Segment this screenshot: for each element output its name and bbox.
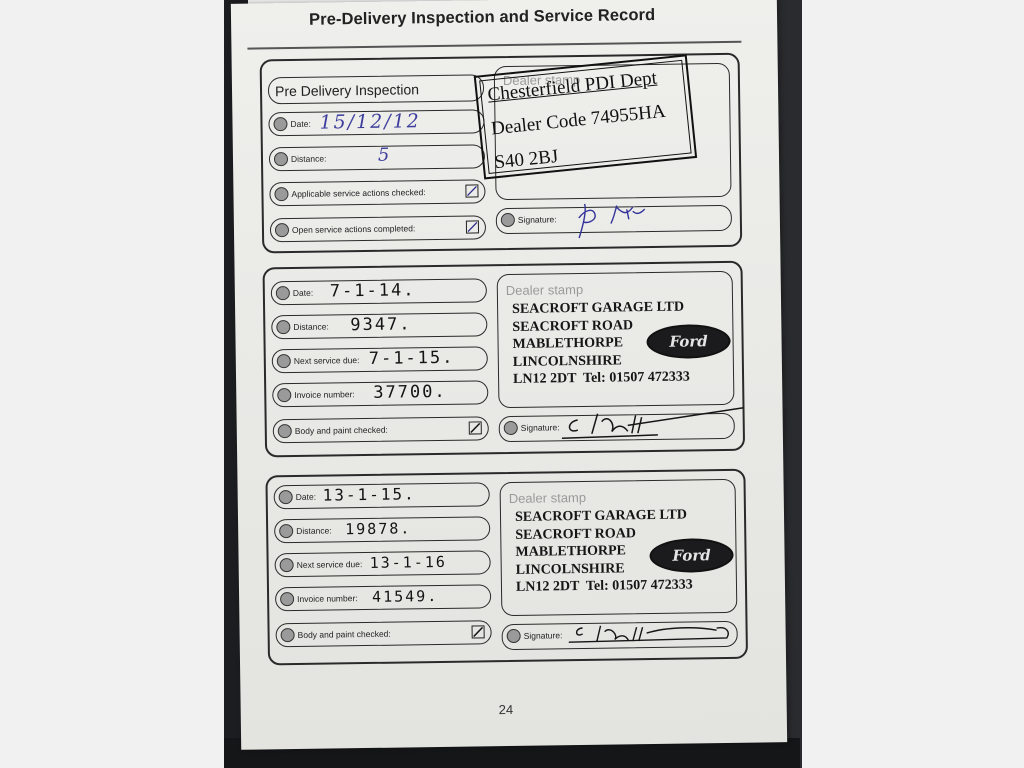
service2-dealer-stamp-box: Dealer stamp SEACROFT GARAGE LTD SEACROF…	[499, 478, 738, 617]
bullet-dot-icon	[280, 628, 295, 643]
service1-invoice-field[interactable]: Invoice number: 37700.	[272, 380, 489, 408]
applicable-label: Applicable service actions checked:	[291, 187, 426, 200]
service2-signature-icon	[568, 625, 729, 643]
service1-distance-field[interactable]: Distance: 9347.	[271, 312, 488, 340]
bullet-dot-icon	[280, 592, 295, 607]
stamp-line-1: Chesterfield PDI Dept	[486, 67, 658, 106]
dealer-stamp-label: Dealer stamp	[505, 281, 584, 299]
date-label: Date:	[290, 118, 311, 130]
pdi-signature-field[interactable]: Signature:	[495, 203, 733, 239]
bullet-dot-icon	[274, 223, 290, 238]
pdi-header-label: Pre Delivery Inspection	[274, 81, 420, 100]
title-divider	[247, 40, 742, 50]
bullet-dot-icon	[276, 320, 291, 335]
invoice-label: Invoice number:	[294, 389, 355, 400]
service1-distance-value: 9347.	[350, 314, 412, 336]
pdi-date-field[interactable]: Date: 15/12/12	[268, 109, 485, 137]
pdi-header: Pre Delivery Inspection	[267, 74, 485, 105]
service-card-2: Date: 13-1-15. Distance: 19878. Next ser…	[265, 468, 749, 666]
service1-next-field[interactable]: Next service due: 7-1-15.	[271, 346, 488, 374]
bullet-dot-icon	[277, 424, 292, 439]
pdi-open-field[interactable]: Open service actions completed:	[269, 215, 487, 243]
service2-body-field[interactable]: Body and paint checked:	[275, 620, 492, 648]
service1-body-field[interactable]: Body and paint checked:	[272, 416, 489, 444]
distance-label: Distance:	[296, 525, 332, 536]
date-label: Date:	[295, 491, 317, 502]
service2-date-value: 13-1-15.	[322, 484, 416, 505]
service1-invoice-value: 37700.	[373, 381, 447, 403]
signature-label: Signature:	[517, 214, 557, 225]
service2-invoice-value: 41549.	[371, 587, 439, 606]
checkbox-checked-icon[interactable]	[465, 184, 479, 198]
checkbox-checked-icon[interactable]	[468, 421, 482, 435]
dealer-stamp-label: Dealer stamp	[508, 489, 587, 507]
service1-dealer-stamp-box: Dealer stamp SEACROFT GARAGE LTD SEACROF…	[496, 270, 735, 409]
service2-date-field[interactable]: Date: 13-1-15.	[273, 482, 490, 510]
checkbox-checked-icon[interactable]	[465, 220, 480, 234]
page-number: 24	[498, 701, 514, 718]
service2-next-field[interactable]: Next service due: 13-1-16	[274, 550, 491, 578]
service1-date-field[interactable]: Date: 7-1-14.	[270, 278, 488, 306]
pdi-applicable-field[interactable]: Applicable service actions checked:	[269, 179, 486, 207]
ford-logo: Ford	[646, 323, 731, 360]
checkbox-checked-icon[interactable]	[471, 625, 485, 639]
service1-date-value: 7-1-14.	[329, 280, 416, 302]
bullet-dot-icon	[274, 187, 289, 202]
bullet-dot-icon	[277, 388, 292, 403]
pdi-signature-icon	[578, 203, 646, 239]
bullet-dot-icon	[278, 490, 293, 505]
pdi-distance-field[interactable]: Distance: 5	[268, 144, 486, 172]
next-service-label: Next service due:	[296, 559, 363, 570]
signature-label: Signature:	[523, 630, 563, 641]
service1-next-value: 7-1-15.	[368, 347, 455, 369]
body-paint-label: Body and paint checked:	[297, 628, 391, 640]
service2-distance-value: 19878.	[345, 519, 412, 539]
invoice-label: Invoice number:	[297, 593, 358, 604]
service2-invoice-field[interactable]: Invoice number: 41549.	[274, 584, 492, 612]
service1-signature-field[interactable]: Signature:	[498, 406, 744, 443]
page-title: Pre-Delivery Inspection and Service Reco…	[308, 5, 656, 29]
pdi-date-value: 15/12/12	[319, 110, 421, 134]
bullet-dot-icon	[275, 286, 290, 301]
body-paint-label: Body and paint checked:	[294, 424, 388, 436]
service1-signature-icon	[561, 406, 744, 440]
service-card-1: Date: 7-1-14. Distance: 9347. Next servi…	[262, 260, 746, 458]
service2-signature-field[interactable]: Signature:	[501, 620, 738, 651]
bullet-dot-icon	[273, 117, 288, 132]
service2-next-value: 13-1-16	[369, 552, 447, 572]
pdi-card: Pre Delivery Inspection Date: 15/12/12 D…	[259, 52, 743, 254]
bullet-dot-icon	[500, 212, 515, 228]
pdi-distance-value: 5	[377, 144, 392, 166]
signature-label: Signature:	[520, 422, 560, 433]
bullet-dot-icon	[506, 628, 521, 644]
open-actions-label: Open service actions completed:	[291, 223, 416, 236]
bullet-dot-icon	[279, 558, 294, 573]
stamp-line-3: S40 2BJ	[493, 145, 560, 174]
date-label: Date:	[292, 287, 314, 299]
booklet-page: Pre-Delivery Inspection and Service Reco…	[230, 0, 788, 750]
next-service-label: Next service due:	[293, 355, 360, 367]
service2-distance-field[interactable]: Distance: 19878.	[274, 516, 491, 544]
bullet-dot-icon	[503, 420, 518, 436]
bullet-dot-icon	[276, 354, 291, 369]
distance-label: Distance:	[293, 321, 329, 333]
distance-label: Distance:	[290, 153, 327, 165]
pdi-rubber-stamp: Chesterfield PDI Dept Dealer Code 74955H…	[473, 54, 698, 180]
bullet-dot-icon	[279, 524, 294, 539]
ford-logo: Ford	[649, 537, 734, 574]
bullet-dot-icon	[273, 152, 289, 167]
stamp-line-2: Dealer Code 74955HA	[490, 100, 667, 140]
